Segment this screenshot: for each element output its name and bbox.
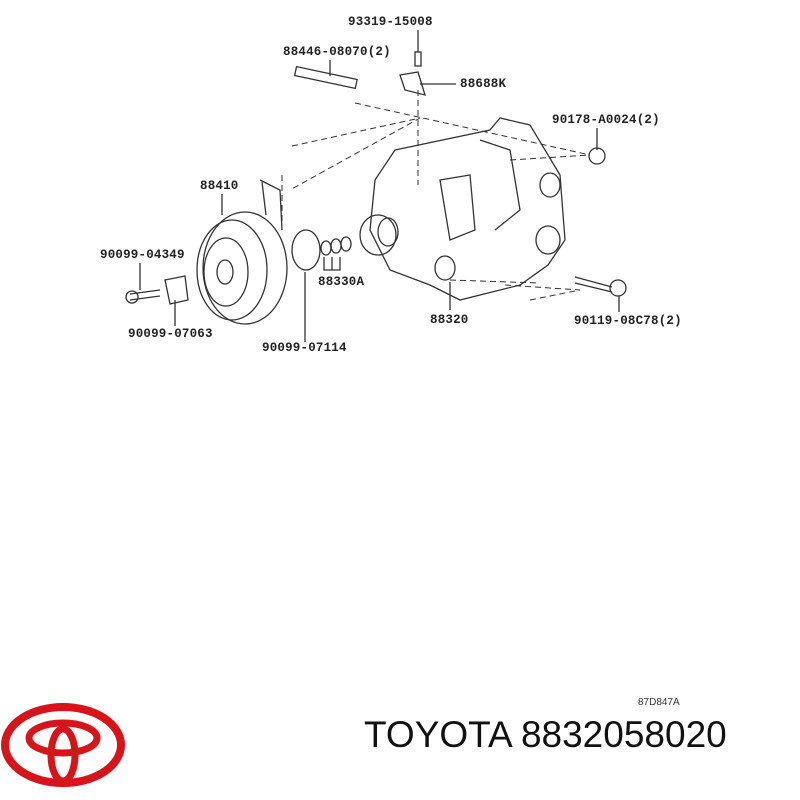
bolt-left-icon [125, 289, 161, 304]
leader-line [323, 257, 341, 271]
bracket-icon [399, 71, 426, 96]
bolt-right-icon [574, 276, 627, 297]
label-clip: 90099-07063 [128, 327, 213, 341]
brand-part-number: TOYOTA 8832058020 [364, 714, 727, 756]
compressor-icon [359, 117, 566, 301]
screw-icon [414, 51, 422, 67]
brand-name: TOYOTA [364, 714, 511, 755]
label-bracket: 88688K [460, 77, 507, 91]
label-compressor: 88320 [430, 313, 469, 327]
o-ring-icon [320, 236, 352, 256]
snap-ring-icon [291, 229, 321, 271]
drawing-code: 87D847A [638, 697, 680, 708]
nut-icon [588, 147, 606, 165]
clip-icon [164, 275, 189, 305]
stud-icon [293, 65, 358, 90]
pulley-clutch-icon [196, 179, 288, 325]
part-number: 8832058020 [520, 714, 727, 755]
label-snap-ring: 90099-07114 [262, 341, 347, 355]
label-nut: 90178-A0024(2) [552, 113, 660, 127]
label-bolt-right: 90119-08C78(2) [574, 314, 682, 328]
label-bolt-left: 90099-04349 [100, 248, 185, 262]
label-orings: 88330A [318, 275, 365, 289]
label-clutch: 88410 [200, 179, 239, 193]
label-stud: 88446-08070(2) [283, 45, 391, 59]
label-screw: 93319-15008 [348, 15, 433, 29]
